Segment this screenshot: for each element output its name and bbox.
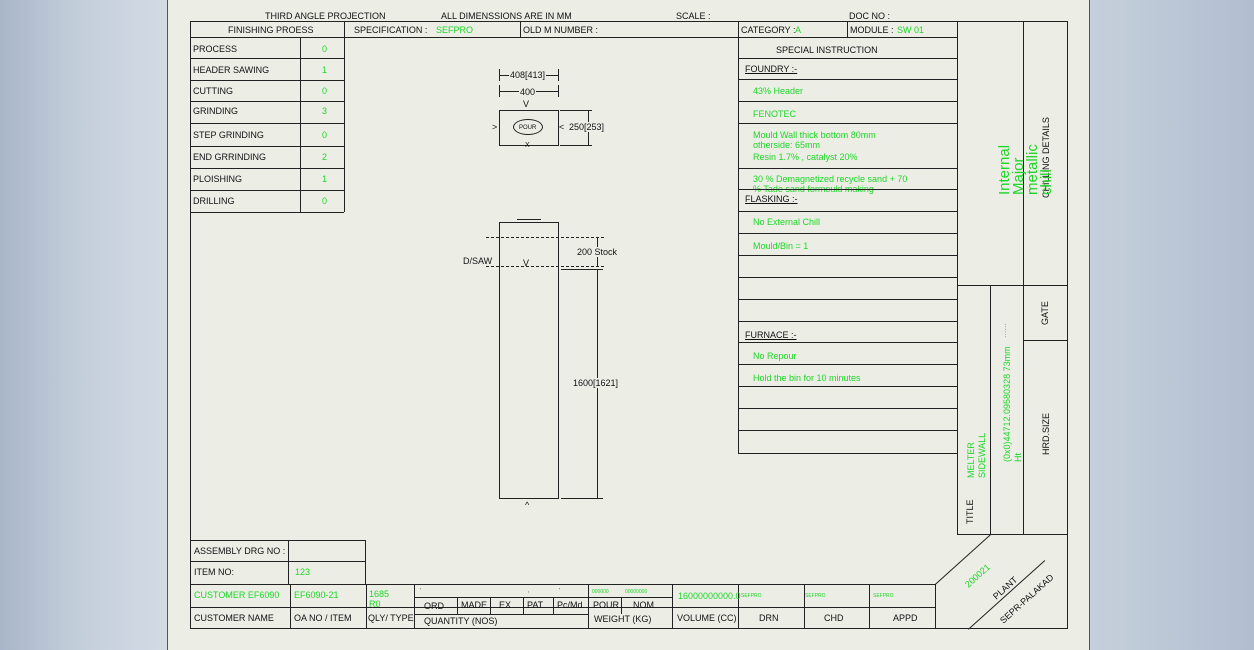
quantity-col: Pc/Md [557,600,583,610]
dim-side: 250[253] [568,122,606,132]
quantity-tiny: 000000 [592,589,609,595]
furnace-item: No Repour [753,351,797,361]
special-instruction-title: SPECIAL INSTRUCTION [776,45,878,55]
drawing-border [190,21,1068,629]
specification-label: SPECIFICATION : [354,25,428,35]
finishing-process-header: FINISHING PROESS [228,25,314,35]
finishing-row-value: 0 [322,86,328,96]
weight-label: WEIGHT (KG) [594,614,652,624]
furnace-item: Hold the bin for 10 minutes [753,373,861,383]
volume-value: 16000000000.0 [678,591,741,601]
finishing-row-label: GRINDING [193,106,238,116]
finishing-row-value: 0 [322,130,328,140]
drawing-sheet: THIRD ANGLE PROJECTION ALL DIMENSSIONS A… [167,0,1090,650]
oa-value: EF6090-21 [294,590,339,600]
top-view-outline [499,110,559,146]
finishing-row-label: HEADER SAWING [193,65,270,75]
flasking-item: Mould/Bin = 1 [753,241,809,251]
finishing-row-label: STEP GRINDING [193,130,264,140]
pour-ellipse [513,119,543,135]
chilling-details-value: Internal Major metallic chill [996,144,1055,195]
arrow-v-mark: V [523,99,530,109]
sign-tiny: SEFPRO [741,593,762,599]
finishing-row-value: 0 [322,196,328,206]
quantity-tiny: ' [420,588,421,594]
item-no-value: 123 [295,567,311,577]
finishing-row-value: 2 [322,152,328,162]
chd-label: CHD [824,613,844,623]
foundry-item: Mould Wall thick bottom 80mm otherside: … [753,130,876,150]
sign-tiny: SEFPRO [805,593,826,599]
arrow-gt-mark: > [492,122,498,132]
finishing-row-label: PLOISHING [193,174,243,184]
furnace-label: FURNACE :- [745,330,797,340]
gate-value: ...... [998,322,1008,338]
foundry-item: 30 % Demagnetized recycle sand + 70 % Ta… [753,174,908,194]
arrow-up-mark: ^ [525,500,530,510]
foundry-item: Resin 1.7% , catalyst 20% [753,152,858,162]
quantity-label: QUANTITY (NOS) [424,616,498,626]
finishing-row-label: PROCESS [193,44,238,54]
qty-type-label: QLY/ TYPE [368,613,414,623]
foundry-label: FOUNDRY :- [745,64,798,74]
hrd-size-label: HRD.SIZE [1041,412,1051,455]
arrow-lt-mark: < [559,122,565,132]
item-no-label: ITEM NO: [194,567,234,577]
length-label: 1600[1621] [572,378,620,388]
dim-top-outer: 408[413] [509,70,547,80]
saw-label: D/SAW [463,256,493,266]
specification-value: SEFPRO [436,25,474,35]
title-value: MELTER SIDEWALL [966,432,987,478]
gate-label: GATE [1040,301,1050,325]
quantity-col: EX [499,600,512,610]
foundry-item: FENOTEC [753,109,797,119]
pour-tag: POUR [519,125,537,131]
quantity-col: MADE [461,600,488,610]
category-label: CATEGORY : [741,25,796,35]
volume-label: VOLUME (CC) [677,613,737,623]
dimensions-note: ALL DIMENSSIONS ARE IN MM [441,11,572,21]
module-value: SW 01 [897,25,925,35]
projection-note: THIRD ANGLE PROJECTION [265,11,386,21]
finishing-row-value: 3 [322,106,328,116]
drn-label: DRN [759,613,779,623]
flasking-item: No External Chill [753,217,821,227]
finishing-row-value: 1 [322,65,328,75]
category-value: A [795,25,802,35]
scale-label: SCALE : [676,11,711,21]
sign-tiny: SEFPRO [873,593,894,599]
module-label: MODULE : [850,25,894,35]
finishing-row-label: CUTTING [193,86,233,96]
customer-name-label: CUSTOMER NAME [194,613,274,623]
quantity-col: ORD [424,601,444,611]
quantity-col: PAT [527,600,544,610]
x-mark: X [525,142,530,149]
oa-label: OA NO / ITEM [294,613,352,623]
stock-line-top [486,237,604,238]
quantity-col: NOM [633,600,654,610]
finishing-row-label: END GRRINDING [193,152,267,162]
appd-label: APPD [893,613,918,623]
quantity-col: POUR [593,600,620,610]
hrd-size-value: (0x0)44712.09580328 73mm Ht [1002,346,1023,462]
finishing-row-value: 1 [322,174,328,184]
quantity-tiny: 00000000 [625,589,648,595]
front-view-outline [499,222,559,499]
saw-line [486,266,604,267]
old-m-number-label: OLD M NUMBER : [523,25,599,35]
dim-top-inner: 400 [519,87,537,97]
finishing-row-label: DRILLING [193,196,235,206]
stock-label: 200 Stock [576,247,619,257]
assembly-drg-label: ASSEMBLY DRG NO : [194,546,286,556]
quantity-tiny: ' [559,588,560,594]
flasking-label: FLASKING :- [745,194,798,204]
title-label: TITLE [965,499,975,524]
doc-no-label: DOC NO : [849,11,891,21]
foundry-item: 43% Header [753,86,804,96]
quantity-tiny: , [528,588,530,594]
qty-value: 1685 R0 [369,589,390,609]
customer-value: CUSTOMER EF6090 [194,590,280,600]
finishing-row-value: 0 [322,44,328,54]
arrow-v-mark: V [523,258,530,268]
